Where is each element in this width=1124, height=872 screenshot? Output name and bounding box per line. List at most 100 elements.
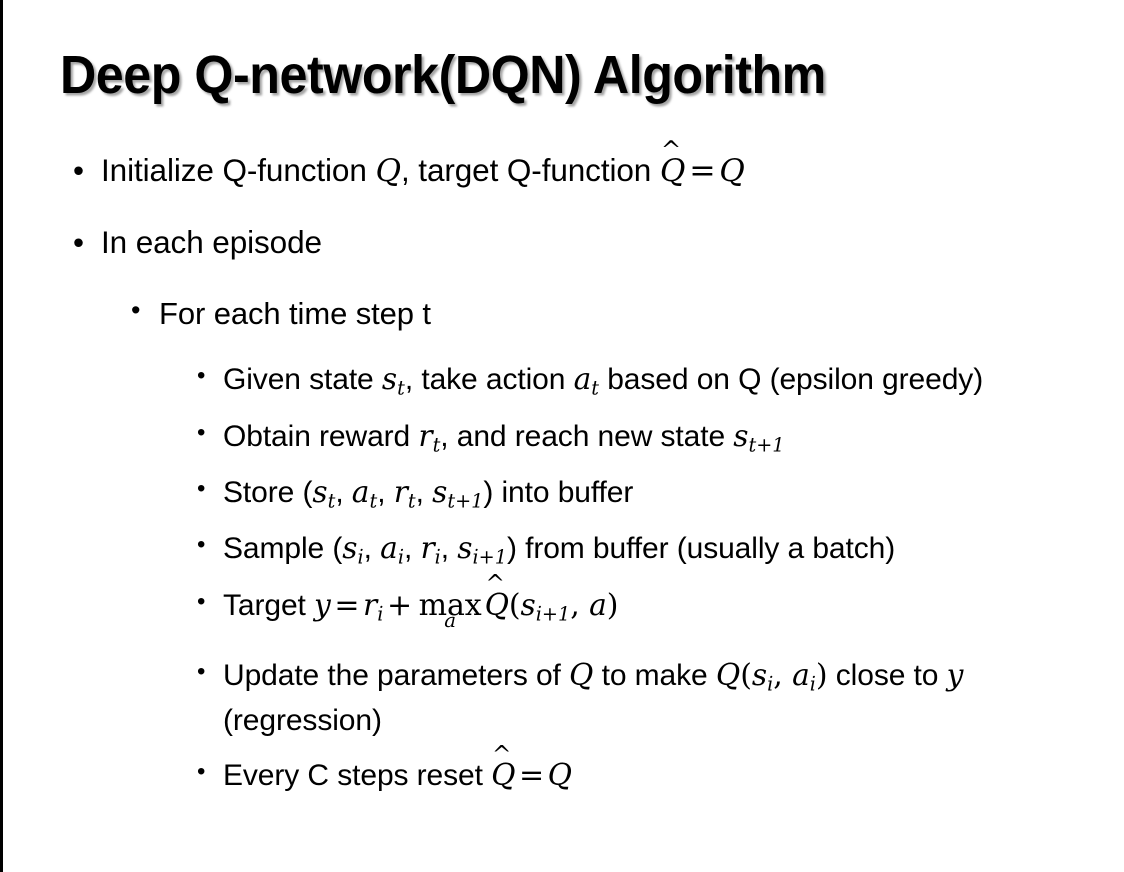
- math-q-hat: ^Q: [491, 741, 516, 794]
- list-item-text: Sample (si, ai, ri, si+1) from buffer (u…: [223, 527, 1124, 571]
- math-s-subscript: t: [397, 376, 405, 400]
- math-r-subscript: t: [432, 433, 441, 456]
- obtain-reward-mid: , and reach new state: [440, 419, 734, 453]
- math-s-next-subscript: i+1: [472, 545, 507, 569]
- list-item-text: Initialize Q-function Q, target Q-functi…: [101, 134, 1124, 195]
- target-lead: Target: [223, 588, 315, 622]
- math-r: r: [393, 475, 408, 511]
- math-paren-open: (: [740, 658, 752, 694]
- math-r: r: [363, 587, 378, 623]
- initialize-lead: Initialize Q-function: [101, 152, 376, 188]
- update-tail: close to: [827, 659, 947, 693]
- bullet-glyph: •: [197, 418, 206, 446]
- store-sep1: ,: [335, 476, 352, 510]
- list-item-text: For each time step t: [159, 295, 431, 331]
- math-paren-close: ): [815, 658, 828, 694]
- list-item-text: Given state st, take action at based on …: [223, 358, 1124, 402]
- math-s-next: s: [520, 587, 536, 623]
- store-sep3: ,: [415, 476, 433, 510]
- store-tail: ) into buffer: [483, 476, 634, 510]
- list-item-text: Obtain reward rt, and reach new state st…: [223, 415, 1124, 459]
- list-item-reset-target-network: • Every C steps reset ^Q=Q: [3, 741, 1124, 798]
- initialize-mid: , target Q-function: [401, 152, 660, 188]
- given-state-tail: based on Q (epsilon greedy): [598, 363, 984, 397]
- hat-accent-icon: ^: [492, 741, 512, 768]
- math-max-label: max: [418, 587, 482, 623]
- math-s: s: [312, 475, 328, 511]
- math-s-next-subscript: t+1: [748, 433, 785, 456]
- math-r-subscript: i: [434, 545, 441, 569]
- hat-accent-icon: ^: [485, 571, 505, 598]
- math-q-hat: ^Q: [659, 134, 686, 189]
- bullet-glyph: •: [73, 223, 84, 260]
- math-s-next-subscript: i+1: [535, 602, 571, 626]
- math-q: Q: [375, 153, 401, 189]
- math-r-subscript: t: [407, 489, 416, 513]
- math-q: Q: [569, 658, 594, 694]
- update-lead: Update the parameters of: [223, 659, 570, 693]
- bullet-glyph: •: [197, 362, 206, 390]
- math-paren-open: (: [508, 587, 521, 623]
- math-comma: ,: [570, 587, 590, 623]
- math-s-next: s: [432, 475, 448, 511]
- sample-sep3: ,: [440, 532, 458, 566]
- store-sep2: ,: [377, 476, 394, 510]
- math-q2: Q: [719, 153, 745, 189]
- sample-lead: Sample (: [223, 532, 343, 566]
- list-item-for-each-time-step: • For each time step t: [3, 291, 1124, 336]
- math-a: a: [573, 362, 592, 398]
- list-item-store: • Store (st, at, rt, st+1) into buffer: [3, 471, 1124, 515]
- update-mid: to make: [593, 659, 716, 693]
- list-item-initialize: • Initialize Q-function Q, target Q-func…: [3, 134, 1124, 195]
- math-r-subscript: i: [377, 602, 384, 626]
- update-tail2: (regression): [223, 703, 382, 737]
- given-state-mid: , take action: [404, 363, 574, 397]
- bullet-glyph: •: [131, 294, 141, 325]
- math-s-next: s: [457, 531, 473, 567]
- list-item-sample: • Sample (si, ai, ri, si+1) from buffer …: [3, 527, 1124, 571]
- list-item-given-state: • Given state st, take action at based o…: [3, 358, 1124, 402]
- math-a-subscript: i: [397, 545, 404, 569]
- math-r: r: [418, 418, 433, 454]
- bullet-glyph: •: [197, 658, 206, 686]
- math-max-subscript: a: [444, 609, 456, 633]
- math-a-subscript: t: [369, 489, 378, 513]
- math-s: s: [751, 658, 768, 694]
- math-r: r: [420, 531, 435, 567]
- bullet-glyph: •: [197, 758, 206, 786]
- list-item-text: Update the parameters of Q to make Q(si,…: [223, 654, 1124, 742]
- bullet-glyph: •: [73, 152, 84, 188]
- math-q-hat: ^Q: [484, 571, 509, 623]
- math-paren-close: ): [606, 587, 619, 623]
- math-equals: =: [519, 758, 545, 794]
- math-s-subscript: i: [767, 672, 774, 696]
- list-item-text: Store (st, at, rt, st+1) into buffer: [223, 471, 1124, 515]
- math-s-next-subscript: t+1: [447, 489, 484, 513]
- math-s: s: [381, 362, 398, 398]
- math-comma: ,: [773, 658, 793, 694]
- math-a: a: [589, 587, 607, 623]
- list-item-text: Every C steps reset ^Q=Q: [223, 741, 1124, 798]
- math-q2: Q: [715, 658, 741, 694]
- math-a: a: [351, 475, 370, 511]
- math-s-subscript: t: [327, 489, 336, 513]
- bullet-glyph: •: [197, 531, 206, 559]
- math-plus: +: [386, 587, 413, 623]
- sample-sep2: ,: [403, 532, 421, 566]
- math-a-subscript: t: [591, 376, 599, 400]
- math-a-subscript: i: [809, 672, 816, 696]
- algorithm-bullet-list: • Initialize Q-function Q, target Q-func…: [3, 134, 1124, 810]
- given-state-lead: Given state: [223, 363, 382, 397]
- math-s: s: [342, 531, 358, 567]
- list-item-in-each-episode: • In each episode: [3, 220, 1124, 266]
- math-equals: =: [334, 587, 360, 623]
- obtain-reward-lead: Obtain reward: [223, 419, 419, 453]
- list-item-update: • Update the parameters of Q to make Q(s…: [3, 654, 1124, 742]
- list-item-text: In each episode: [101, 223, 322, 260]
- list-item-obtain-reward: • Obtain reward rt, and reach new state …: [3, 415, 1124, 459]
- reset-lead: Every C steps reset: [223, 759, 492, 793]
